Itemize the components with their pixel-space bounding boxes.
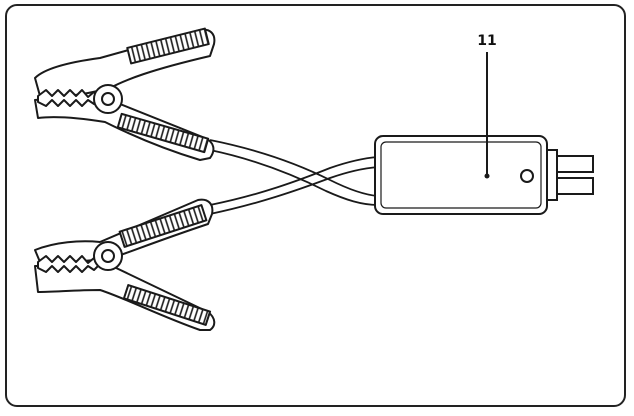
cable-lower-clamp-outline (209, 166, 379, 215)
cable-lower-clamp (209, 156, 379, 206)
lower-clamp-jaw-teeth (37, 255, 101, 273)
upper-clamp-bottom-grip (116, 112, 210, 154)
connector-prong-top (556, 155, 594, 173)
control-box (374, 135, 594, 215)
indicator-led (520, 169, 534, 183)
cables (209, 139, 379, 215)
lower-clamp-pivot-pin (101, 249, 115, 263)
lower-clamp (34, 198, 216, 331)
upper-clamp (34, 27, 216, 161)
connector-neck (546, 149, 558, 201)
upper-clamp-top-grip (126, 27, 210, 65)
connector-prong-bottom (556, 177, 594, 195)
control-box-inner (380, 141, 542, 209)
callout-label: 11 (477, 33, 496, 49)
callout-11: 11 (477, 33, 497, 179)
cable-upper-clamp (209, 139, 379, 197)
lower-clamp-bottom-grip (122, 284, 212, 326)
cable-upper-clamp-outline (209, 149, 379, 206)
lower-clamp-top-grip (118, 204, 208, 248)
callout-dot (484, 173, 490, 179)
upper-clamp-pivot-pin (101, 92, 115, 106)
